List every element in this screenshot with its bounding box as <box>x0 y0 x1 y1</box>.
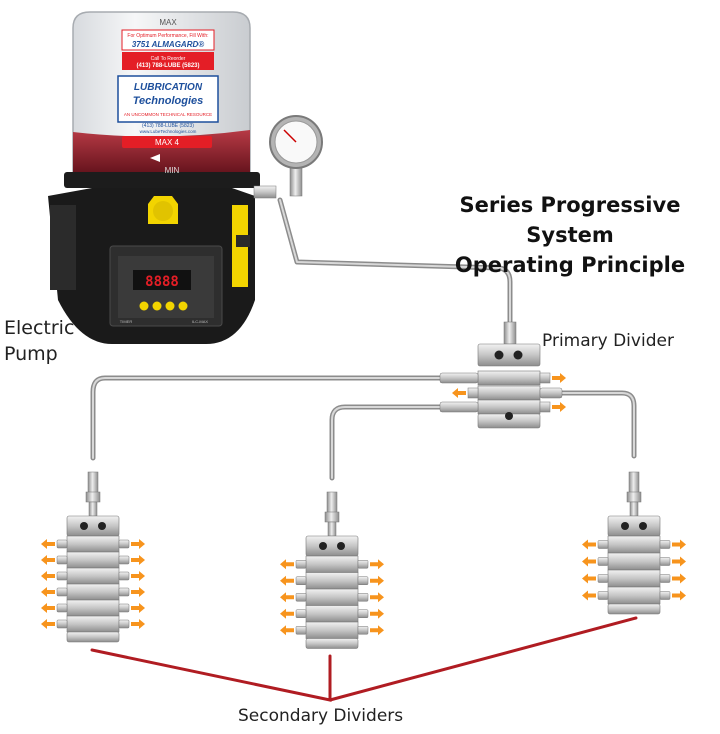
output-arrow-icon <box>672 573 686 584</box>
output-arrow-icon <box>131 539 145 549</box>
secondary-bracket <box>90 616 638 702</box>
pump-label-line-2: Pump <box>4 343 58 365</box>
output-arrow-icon <box>131 571 145 581</box>
output-arrow-icon <box>280 559 294 570</box>
output-arrow-icon <box>280 625 294 636</box>
tagline-label: AN UNCOMMON TECHNICAL RESOURCE <box>124 112 212 117</box>
phone2-label: (413) 788-LUBE (5823) <box>142 123 194 129</box>
output-arrow-icon <box>131 587 145 597</box>
output-arrow-icon <box>582 590 596 601</box>
output-arrow-icon <box>41 555 55 565</box>
output-arrows <box>41 373 686 636</box>
output-arrow-icon <box>370 592 384 603</box>
pump-label-line-1: Electric <box>4 317 75 339</box>
max-top-label: MAX <box>159 18 177 27</box>
output-arrow-icon <box>672 539 686 550</box>
diagram-title: Series Progressive System Operating Prin… <box>420 190 720 280</box>
web-label: www.LubeTechnologies.com <box>140 129 197 134</box>
min-label: MIN <box>165 166 180 175</box>
title-line-1: Series Progressive System <box>459 193 681 247</box>
output-arrow-icon <box>41 619 55 629</box>
secondary-divider-center <box>295 491 369 649</box>
output-arrow-icon <box>41 539 55 549</box>
output-arrow-icon <box>131 555 145 565</box>
brand-line1: LUBRICATION <box>134 82 203 93</box>
output-arrow-icon <box>370 625 384 636</box>
pump-display: 8888 <box>145 274 179 290</box>
output-arrow-icon <box>552 373 566 383</box>
output-arrow-icon <box>131 619 145 629</box>
fill-with-label: For Optimum Performance, Fill With: <box>127 33 208 39</box>
output-arrow-icon <box>41 603 55 613</box>
output-arrow-icon <box>280 575 294 586</box>
output-arrow-icon <box>41 571 55 581</box>
phone-label: (413) 788-LUBE (5823) <box>136 63 199 69</box>
max4-label: MAX 4 <box>155 138 180 147</box>
output-arrow-icon <box>582 556 596 567</box>
output-arrow-icon <box>582 573 596 584</box>
output-arrow-icon <box>370 559 384 570</box>
output-arrow-icon <box>131 603 145 613</box>
primary-divider <box>439 321 563 429</box>
output-arrow-icon <box>582 539 596 550</box>
output-arrow-icon <box>672 556 686 567</box>
output-arrow-icon <box>452 388 466 398</box>
output-arrow-icon <box>370 575 384 586</box>
dividers <box>56 321 671 649</box>
reorder-label: Call To Reorder <box>151 56 186 62</box>
secondary-dividers-label: Secondary Dividers <box>238 706 404 726</box>
secondary-divider-left <box>56 471 130 643</box>
output-arrow-icon <box>370 608 384 619</box>
electric-pump-label: Electric Pump <box>4 315 74 367</box>
secondary-divider-right <box>597 471 671 615</box>
brand-line2: Technologies <box>133 95 204 107</box>
panel-left-label: TIMER <box>120 319 133 324</box>
electric-pump <box>48 11 323 344</box>
output-arrow-icon <box>672 590 686 601</box>
output-arrow-icon <box>41 587 55 597</box>
output-arrow-icon <box>552 402 566 412</box>
output-arrow-icon <box>280 592 294 603</box>
title-line-2: Operating Principle <box>454 253 686 277</box>
panel-right-label: ILC-MAX <box>192 319 209 324</box>
output-arrow-icon <box>280 608 294 619</box>
product-label: 3751 ALMAGARD® <box>132 40 204 49</box>
primary-divider-label: Primary Divider <box>542 331 674 351</box>
pump-label-text: MAX For Optimum Performance, Fill With: … <box>120 18 212 324</box>
tubing <box>90 197 637 481</box>
